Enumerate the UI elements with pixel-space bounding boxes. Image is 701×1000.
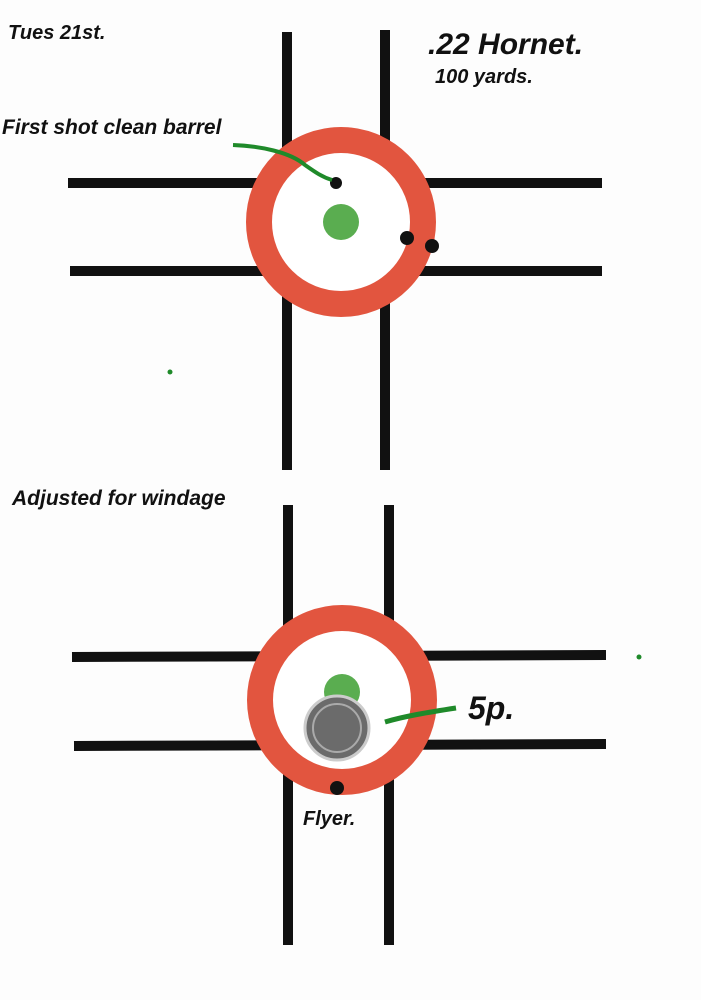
flyer-label: Flyer. xyxy=(303,808,356,830)
first-shot-note: First shot clean barrel xyxy=(2,116,222,139)
bullet-hole xyxy=(330,177,342,189)
bullet-hole xyxy=(400,231,414,245)
flyer-bullet-hole xyxy=(330,781,344,795)
top-center-dot xyxy=(323,204,359,240)
top-target xyxy=(68,30,602,470)
adjustment-note: Adjusted for windage xyxy=(12,487,226,510)
distance-label: 100 yards. xyxy=(435,66,533,88)
caliber-label: .22 Hornet. xyxy=(428,28,584,61)
bottom-target xyxy=(71,505,607,945)
bullet-hole xyxy=(425,239,439,253)
stray-mark xyxy=(636,654,642,660)
five-pence-coin xyxy=(303,694,371,762)
stray-mark xyxy=(167,369,173,375)
coin-label: 5p. xyxy=(468,690,515,726)
date-label: Tues 21st. xyxy=(8,22,106,44)
pointer-marker-line xyxy=(232,143,333,182)
coin-pointer-line xyxy=(384,705,457,725)
